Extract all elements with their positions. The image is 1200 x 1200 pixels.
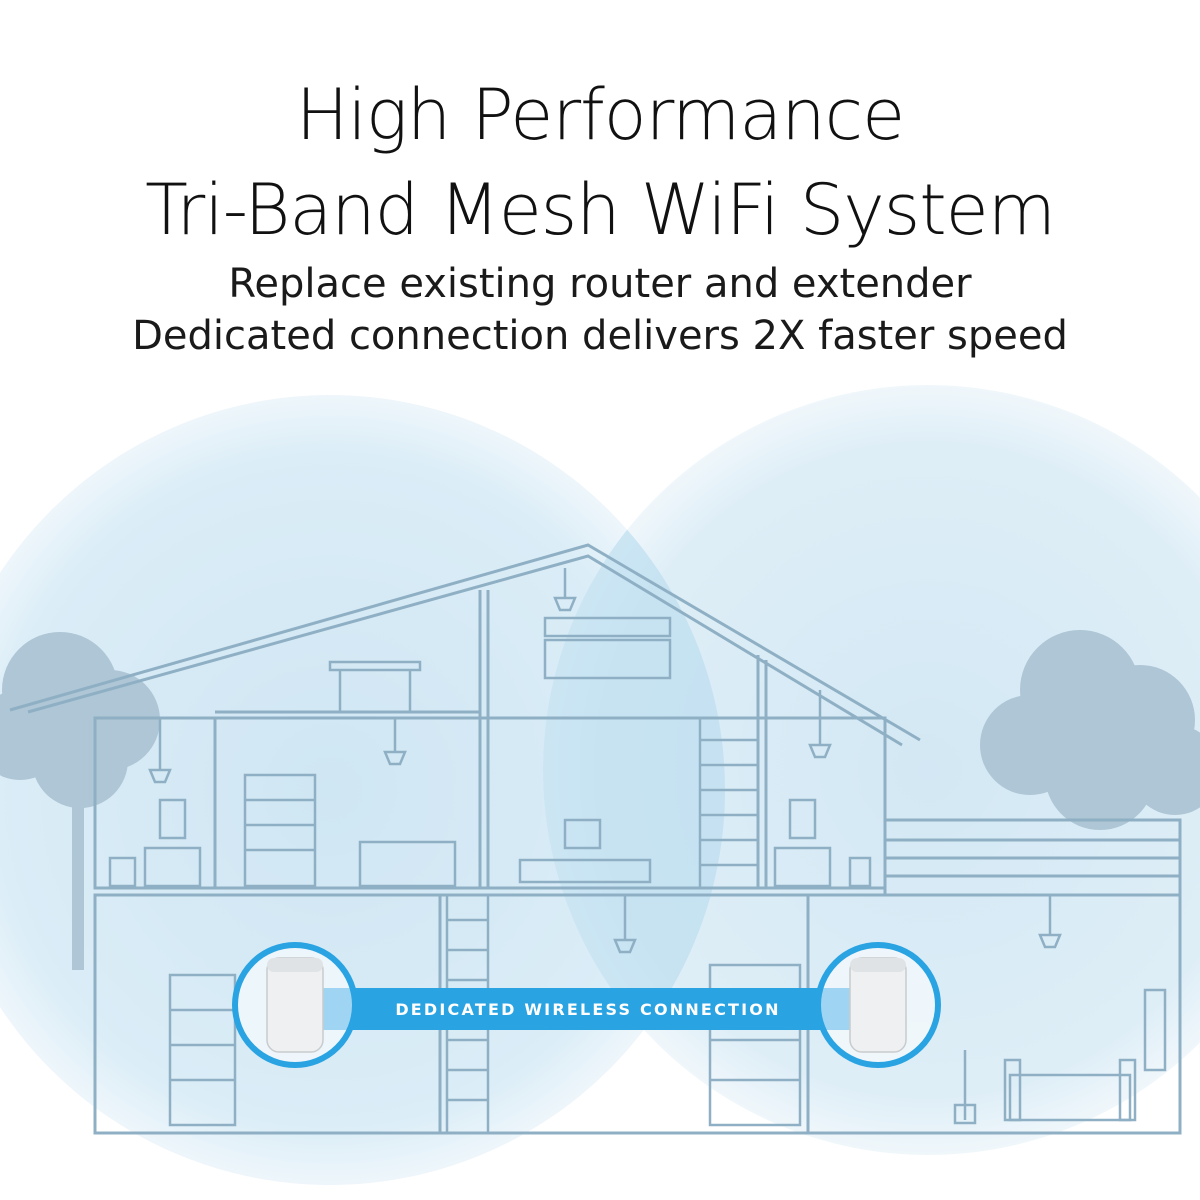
wifi-coverage-right <box>543 385 1200 1155</box>
subheadline: Replace existing router and extender Ded… <box>0 258 1200 362</box>
headline-line-2: Tri-Band Mesh WiFi System <box>145 169 1056 251</box>
house-outline <box>9 543 1182 1135</box>
mesh-satellite-icon <box>815 942 941 1068</box>
headline: High Performance Tri-Band Mesh WiFi Syst… <box>0 68 1200 258</box>
headline-line-1: High Performance <box>295 74 905 156</box>
wifi-coverage-left <box>0 395 725 1185</box>
connection-label: DEDICATED WIRELESS CONNECTION <box>395 1000 780 1019</box>
subheadline-line-2: Dedicated connection delivers 2X faster … <box>132 313 1068 359</box>
connection-banner: DEDICATED WIRELESS CONNECTION <box>290 988 850 1030</box>
mesh-router-icon <box>232 942 358 1068</box>
tree-right-icon <box>980 630 1200 830</box>
subheadline-line-1: Replace existing router and extender <box>228 261 972 307</box>
